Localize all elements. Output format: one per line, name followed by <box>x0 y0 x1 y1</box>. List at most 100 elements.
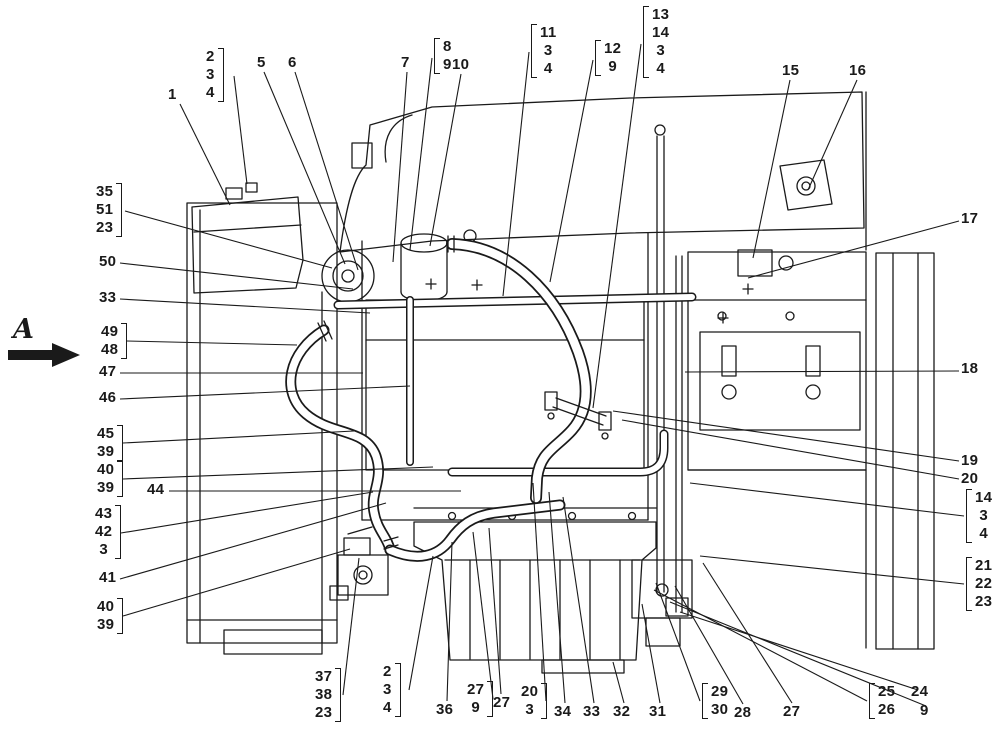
callout-number: 4 <box>979 525 988 542</box>
callout-number: 42 <box>95 523 113 540</box>
callout-number: 17 <box>961 210 979 227</box>
callout-24: 24 <box>911 683 928 701</box>
callout-46: 46 <box>99 389 116 407</box>
view-direction-arrow <box>8 343 80 367</box>
callout-number: 20 <box>521 683 539 700</box>
callout-27: 27 <box>493 694 510 712</box>
callout-number: 36 <box>436 701 454 718</box>
callout-number: 14 <box>975 489 993 506</box>
leader-line <box>699 555 965 585</box>
callout-33: 33 <box>583 703 600 721</box>
callout-6: 6 <box>288 54 297 72</box>
callout-number: 21 <box>975 557 993 574</box>
callout-32: 32 <box>613 703 630 721</box>
leader-line <box>674 585 744 705</box>
callout-number: 45 <box>97 425 115 442</box>
callout-number: 3 <box>206 66 215 83</box>
leader-line <box>592 43 642 409</box>
callout-number: 37 <box>315 668 333 685</box>
callout-27: 27 <box>783 703 800 721</box>
callout-numbers: 9 <box>920 702 929 720</box>
callout-numbers: 36 <box>436 701 453 719</box>
callout-10: 10 <box>452 56 469 74</box>
callout-28: 28 <box>734 704 751 722</box>
callout-number: 39 <box>97 443 115 460</box>
callout-bracket <box>117 598 124 634</box>
callout-number: 40 <box>97 461 115 478</box>
thermostat-housing <box>737 249 794 277</box>
leader-line <box>446 541 453 702</box>
front-lower-bracket <box>329 526 389 601</box>
callout-number: 1 <box>168 86 177 103</box>
leader-line <box>747 220 960 279</box>
leader-line <box>532 482 547 702</box>
dipstick-and-fuel-lines <box>654 124 689 617</box>
callout-number: 9 <box>920 702 929 719</box>
callout-bracket <box>966 489 972 543</box>
fan-hub-pulley <box>321 249 375 303</box>
leader-line <box>641 603 661 704</box>
callout-50: 50 <box>99 253 116 271</box>
leader-line <box>684 370 960 373</box>
leader-line <box>119 502 387 580</box>
callout-number: 3 <box>979 507 988 524</box>
leader-line <box>124 210 333 269</box>
callout-number: 22 <box>975 575 993 592</box>
callout-bracket <box>643 6 649 78</box>
callout-number: 31 <box>649 703 667 720</box>
callout-number: 16 <box>849 62 867 79</box>
callout-number: 7 <box>401 54 410 71</box>
callout-number: 39 <box>97 616 115 633</box>
callout-numbers: 33 <box>583 703 600 721</box>
callout-bracket <box>702 683 708 719</box>
callout-numbers: 15 <box>782 62 799 80</box>
callout-number: 8 <box>443 38 452 55</box>
callout-numbers: 27 <box>783 703 800 721</box>
callout-bracket <box>121 323 128 359</box>
leader-line <box>502 51 530 297</box>
leader-line <box>122 466 434 480</box>
callout-number: 43 <box>95 505 113 522</box>
callout-number: 14 <box>652 24 670 41</box>
callout-numbers: 44 <box>147 481 164 499</box>
leader-line <box>669 601 927 707</box>
callout-number: 25 <box>878 683 896 700</box>
callout-numbers: 46 <box>99 389 116 407</box>
callout-34: 34 <box>554 703 571 721</box>
callout-bracket <box>217 48 224 102</box>
leader-line <box>612 661 625 704</box>
callout-number: 10 <box>452 56 470 73</box>
expansion-tank <box>191 182 304 294</box>
leader-line <box>562 496 595 704</box>
hose-clamps <box>317 235 612 550</box>
callout-number: 33 <box>583 703 601 720</box>
callout-5: 5 <box>257 54 266 72</box>
leader-line <box>429 73 462 247</box>
callout-number: 9 <box>443 56 452 73</box>
leader-line <box>342 557 360 696</box>
coolant-hoses <box>285 238 697 562</box>
leader-line <box>549 59 594 283</box>
callout-numbers: 27 <box>493 694 510 712</box>
callout-numbers: 33 <box>99 289 116 307</box>
callout-bracket <box>335 668 342 722</box>
leader-line <box>752 79 791 259</box>
callout-41: 41 <box>99 569 116 587</box>
